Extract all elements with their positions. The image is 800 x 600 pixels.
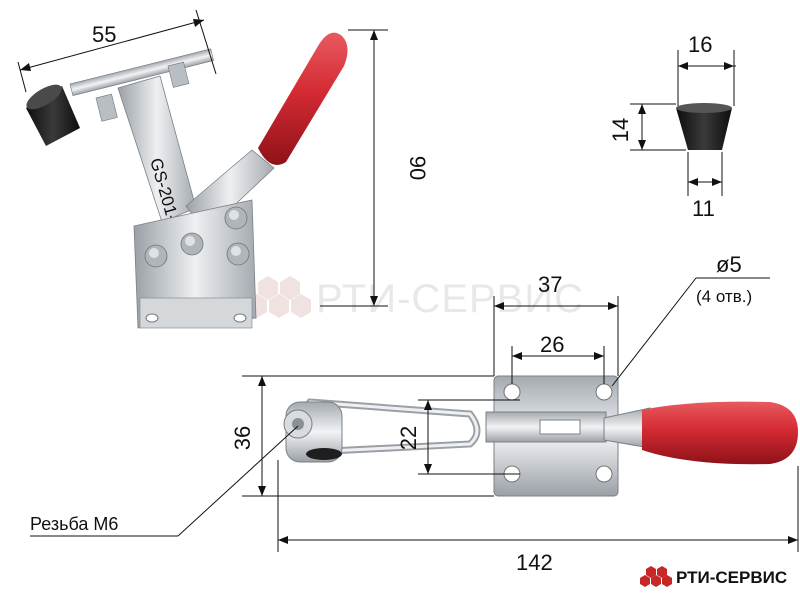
- clamp-arm: [117, 75, 197, 223]
- dimension-hole-diameter: ø5 (4 отв.): [611, 252, 770, 387]
- spindle: [69, 48, 214, 122]
- dim-36: 36: [230, 426, 255, 450]
- watermark-text: РТИ-СЕРВИС: [316, 277, 584, 321]
- dimension-top-width: 55: [17, 9, 217, 93]
- dim-16: 16: [688, 32, 712, 57]
- clamp-plan-view: [283, 375, 798, 497]
- dimension-height: 90: [320, 29, 430, 307]
- dim-90: 90: [405, 156, 430, 180]
- clamp-side-view: GS-201-B: [26, 32, 348, 329]
- dimension-total-length: 142: [277, 460, 799, 575]
- thread-label: Резьба М6: [30, 514, 118, 534]
- dim-142: 142: [516, 550, 553, 575]
- dim-11: 11: [692, 196, 715, 221]
- dim-26: 26: [540, 332, 564, 357]
- dim-55: 55: [92, 22, 116, 47]
- dim-14: 14: [608, 118, 633, 142]
- base-plate: [133, 199, 257, 329]
- tip-detail-shape: [676, 108, 732, 150]
- watermark: РТИ-СЕРВИС: [247, 276, 584, 321]
- watermark-hex-icon: [247, 276, 311, 318]
- brand-logo-text: РТИ-СЕРВИС: [676, 568, 787, 587]
- mount-hole: [595, 383, 613, 401]
- plan-red-handle: [642, 401, 798, 465]
- dim-22: 22: [396, 426, 421, 450]
- tip-detail: 16 14 11: [608, 32, 736, 221]
- dim-hole-count: (4 отв.): [696, 287, 752, 306]
- dim-hole-diameter: ø5: [716, 252, 742, 277]
- brand-hex-icon: [640, 566, 672, 587]
- dimension-vertical: 36 22: [230, 375, 520, 497]
- thread-callout: Резьба М6: [30, 425, 299, 537]
- red-handle: [258, 32, 348, 165]
- mount-hole: [503, 383, 521, 401]
- brand-logo: РТИ-СЕРВИС: [640, 566, 787, 587]
- dimension-hole-spacing: 37 26: [493, 272, 619, 384]
- dim-37: 37: [538, 272, 562, 297]
- plan-spindle-head: [283, 401, 343, 463]
- mount-hole: [595, 465, 613, 483]
